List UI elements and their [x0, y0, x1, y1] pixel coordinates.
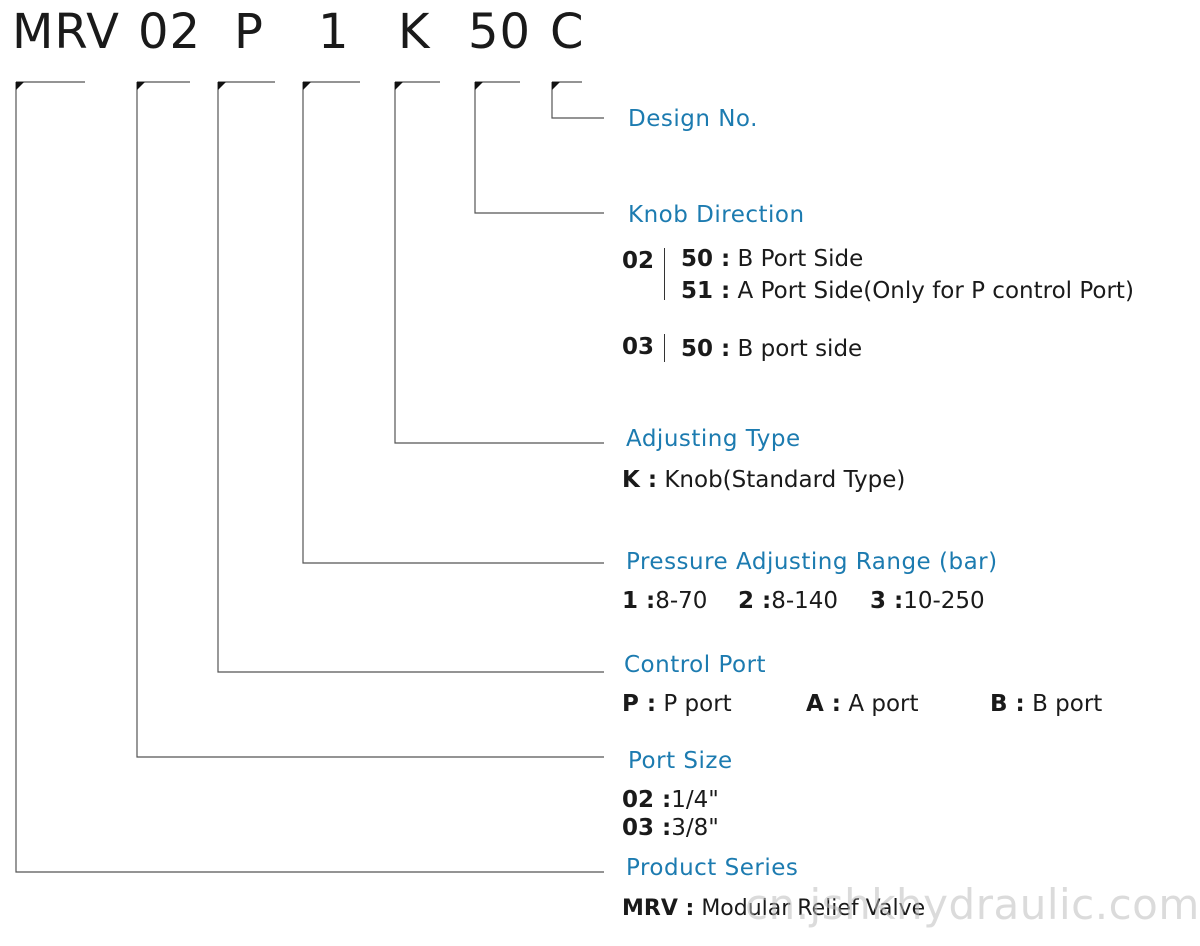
adjusting-type-option-k: K : Knob(Standard Type): [622, 467, 906, 493]
control-port-option-b: B : B port: [990, 691, 1103, 717]
knob-02-option-51: 51 : A Port Side(Only for P control Port…: [681, 278, 1134, 304]
heading-knob-direction: Knob Direction: [628, 202, 805, 228]
product-series-option-mrv: MRV : Modular Relief Valve: [622, 896, 926, 921]
leader-design-no: [551, 82, 604, 119]
knob-divider-02: [664, 248, 665, 300]
code-design-no: C: [550, 4, 585, 60]
code-pressure-range: 1: [318, 4, 350, 60]
code-series: MRV: [12, 4, 120, 60]
heading-design-no: Design No.: [628, 106, 758, 132]
knob-02-option-50: 50 : B Port Side: [681, 246, 864, 272]
control-port-option-p: P : P port: [622, 691, 732, 717]
leader-control-port: [217, 82, 604, 673]
watermark: cn.jshkhydraulic.com: [745, 880, 1200, 929]
heading-port-size: Port Size: [628, 748, 733, 774]
tick-port-size: [137, 82, 145, 90]
leader-knob-direction: [474, 82, 604, 214]
heading-product-series: Product Series: [626, 855, 799, 881]
code-control-port: P: [234, 4, 264, 60]
tick-knob-direction: [475, 82, 483, 90]
pressure-option-3: 3 :10-250: [870, 588, 985, 614]
knob-size-02: 02: [622, 248, 655, 274]
heading-control-port: Control Port: [624, 652, 767, 678]
code-knob-direction: 50: [468, 4, 532, 60]
knob-03-option-50: 50 : B port side: [681, 336, 863, 362]
leader-adjusting-type: [394, 82, 604, 444]
heading-adjusting-type: Adjusting Type: [626, 426, 801, 452]
code-port-size: 02: [138, 4, 202, 60]
control-port-option-a: A : A port: [806, 691, 919, 717]
port-size-option-03: 03 :3/8": [622, 815, 719, 841]
pressure-option-2: 2 :8-140: [738, 588, 839, 614]
leader-pressure-range: [302, 82, 604, 564]
tick-pressure-range: [303, 82, 311, 90]
pressure-option-1: 1 :8-70: [622, 588, 708, 614]
tick-adjusting-type: [395, 82, 403, 90]
leader-series: [15, 82, 604, 873]
knob-divider-03: [664, 334, 665, 362]
code-adjusting-type: K: [398, 4, 431, 60]
heading-pressure-range: Pressure Adjusting Range (bar): [626, 549, 998, 575]
leader-port-size: [136, 82, 604, 758]
tick-design-no: [552, 82, 560, 90]
tick-control-port: [218, 82, 226, 90]
tick-series: [16, 82, 24, 90]
knob-size-03: 03: [622, 334, 655, 360]
port-size-option-02: 02 :1/4": [622, 787, 719, 813]
